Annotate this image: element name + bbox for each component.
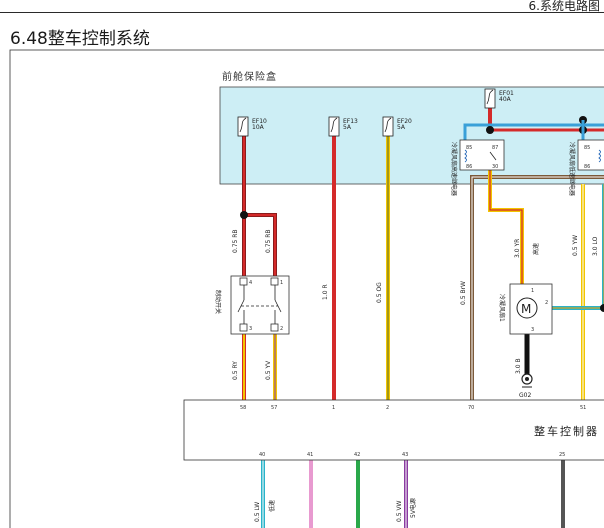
front-fuse-box [219,86,604,185]
brake-switch-label: 制动开关 [214,290,222,314]
fuse-ef13: EF13 5A [328,116,358,137]
wire-label: 0.5 VW [396,500,403,522]
fuse-id: EF01 [499,90,514,97]
svg-text:85: 85 [466,145,472,151]
ground-symbol: G02 [519,373,533,399]
wire-label: 1.0 R [322,284,329,300]
wire-yr [488,168,524,292]
wire-label: 3.0 B [515,358,522,374]
fuse-id: EF10 [252,118,267,125]
wire-label: 0.5 OG [376,282,383,303]
relay-high-speed: 85 87 86 30 冷凝风扇高速继电器 [450,139,505,196]
fuse-ef20: EF20 5A [382,116,412,137]
relay-label: 冷凝风扇低速继电器 [568,142,576,196]
wire-ef01 [463,108,604,140]
wire-ef10 [240,136,277,278]
svg-text:3: 3 [249,326,252,332]
wire-label: 0.5 YV [265,360,272,380]
motor-icon: M [521,302,531,316]
vehicle-control-unit [183,399,604,461]
ecu-pin: 41 [307,452,313,458]
relay-low-speed: 85 86 冷凝风扇低速继电器 [568,139,604,196]
chapter-title: 6.系统电路图 [528,0,600,13]
ecu-pin: 58 [240,405,246,411]
svg-text:86: 86 [466,164,472,170]
ecu-pin: 43 [402,452,408,458]
fuse-rating: 10A [252,124,265,131]
wire-brw [470,175,604,400]
svg-text:1: 1 [531,288,534,294]
ecu-pin: 2 [386,405,389,411]
wire-label: 0.5 RY [232,361,239,380]
ecu-pin: 57 [271,405,277,411]
svg-text:86: 86 [584,164,590,170]
fuse-ef01: EF01 40A [484,88,514,109]
ecu-pin: 40 [259,452,265,458]
wire-note: 低速 [268,500,276,512]
fan-label: 冷凝风扇1 [498,294,506,322]
header-rule [0,12,604,13]
wire-label: 0.75 RB [265,229,272,253]
fuse-id: EF13 [343,118,358,125]
cooling-fan: M 1 2 3 冷凝风扇1 [498,283,553,335]
relay-label: 冷凝风扇高速继电器 [450,142,458,196]
svg-text:4: 4 [249,280,252,286]
wire-label: 0.5 YW [572,235,579,256]
svg-text:85: 85 [584,145,590,151]
wire-label: 3.0 YR [514,239,521,258]
ecu-title: 整车控制器 [534,424,599,438]
wire-label: 3.0 LO [592,236,599,256]
fuse-box-title: 前舱保险盒 [222,70,277,83]
section-title: 6.48整车控制系统 [10,29,150,49]
svg-text:2: 2 [280,326,283,332]
fuse-ef10: EF10 10A [237,116,267,137]
svg-text:87: 87 [492,145,498,151]
wire-note: 高速 [532,243,540,255]
fuse-rating: 5A [343,124,352,131]
fuse-rating: 40A [499,96,512,103]
wire-label: 0.75 RB [232,229,239,253]
svg-text:30: 30 [492,164,498,170]
wire-label: 0.5 LW [254,502,261,522]
ecu-pin: 25 [559,452,565,458]
ecu-pin: 51 [580,405,586,411]
fuse-id: EF20 [397,118,412,125]
ecu-pin: 1 [332,405,335,411]
svg-text:3: 3 [531,327,534,333]
svg-text:2: 2 [545,300,548,306]
diagram-frame [9,49,604,528]
wire-lo [552,184,604,312]
wire-note: 5V电源 [409,498,417,518]
svg-text:1: 1 [280,280,283,286]
fuse-rating: 5A [397,124,406,131]
ecu-pin: 70 [468,405,474,411]
brake-switch: 4 1 3 2 制动开关 [214,275,290,335]
ecu-pin: 42 [354,452,360,458]
ground-label: G02 [519,392,531,399]
wire-label: 0.5 BrW [460,281,467,305]
